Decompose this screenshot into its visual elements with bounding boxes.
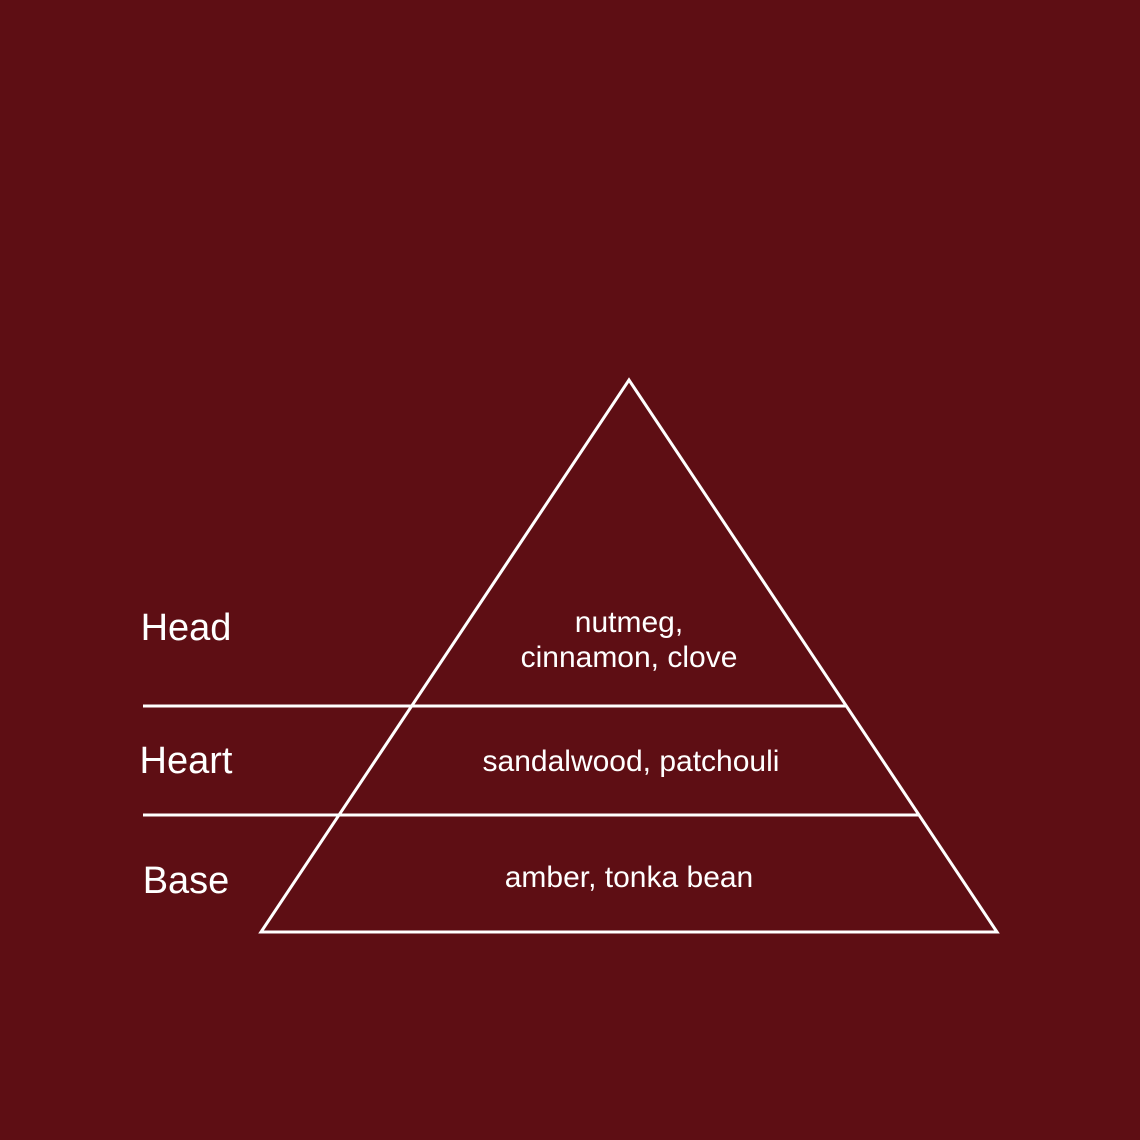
base-notes: amber, tonka bean — [505, 861, 754, 894]
head-notes-line-2: cinnamon, clove — [521, 641, 738, 674]
head-notes-line-1: nutmeg, — [575, 606, 683, 639]
level-label-base: Base — [143, 860, 230, 902]
pyramid-outline — [258, 377, 1000, 934]
heart-notes: sandalwood, patchouli — [483, 745, 780, 778]
level-label-head: Head — [141, 607, 232, 649]
level-label-heart: Heart — [140, 740, 233, 782]
